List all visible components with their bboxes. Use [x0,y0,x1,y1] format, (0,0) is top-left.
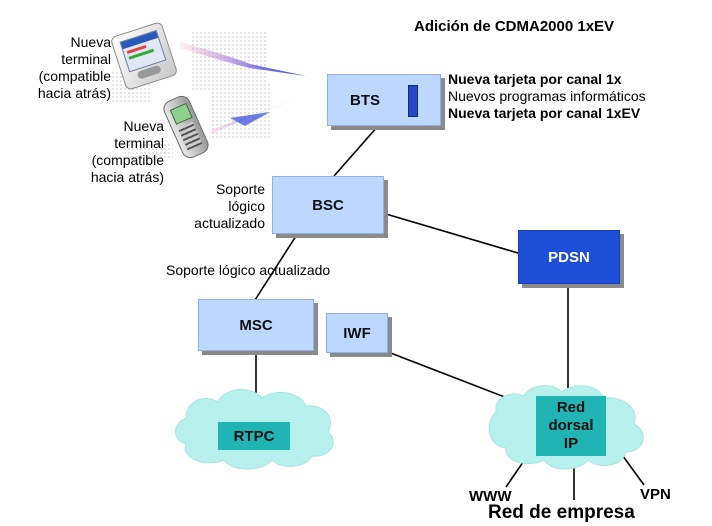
bts-card [408,85,418,117]
rtpc-box: RTPC [218,422,290,450]
iwf-label: IWF [343,324,371,342]
link-bsc-msc [254,235,297,301]
radio-beam-2b [230,112,270,126]
pdsn-node: PDSN [518,230,620,284]
pdsn-label: PDSN [548,248,590,266]
enterprise-label: Red de empresa [488,502,635,523]
bts-label: BTS [350,91,380,109]
link-bsc-pdsn [385,213,529,257]
vpn-label: VPN [640,486,671,503]
iwf-node: IWF [326,313,388,353]
link-bts-bsc [333,125,379,177]
backbone-box: Red dorsal IP [536,396,606,456]
msc-node: MSC [198,299,314,351]
dotted-area-3 [210,82,270,140]
bts-node: BTS [327,74,441,126]
msc-note: Soporte lógico actualizado [166,262,331,278]
msc-label: MSC [239,316,273,334]
radio-beam-2 [210,98,300,134]
bsc-node: BSC [272,176,384,234]
diagram-title: Adición de CDMA2000 1xEV [414,18,615,35]
bsc-label: BSC [312,196,344,214]
dotted-area-4 [125,142,173,160]
link-vpn [619,451,645,486]
bts-notes: Nueva tarjeta por canal 1x Nuevos progra… [448,71,646,121]
www-label: WWW [469,488,512,505]
rtpc-label: RTPC [233,427,275,445]
